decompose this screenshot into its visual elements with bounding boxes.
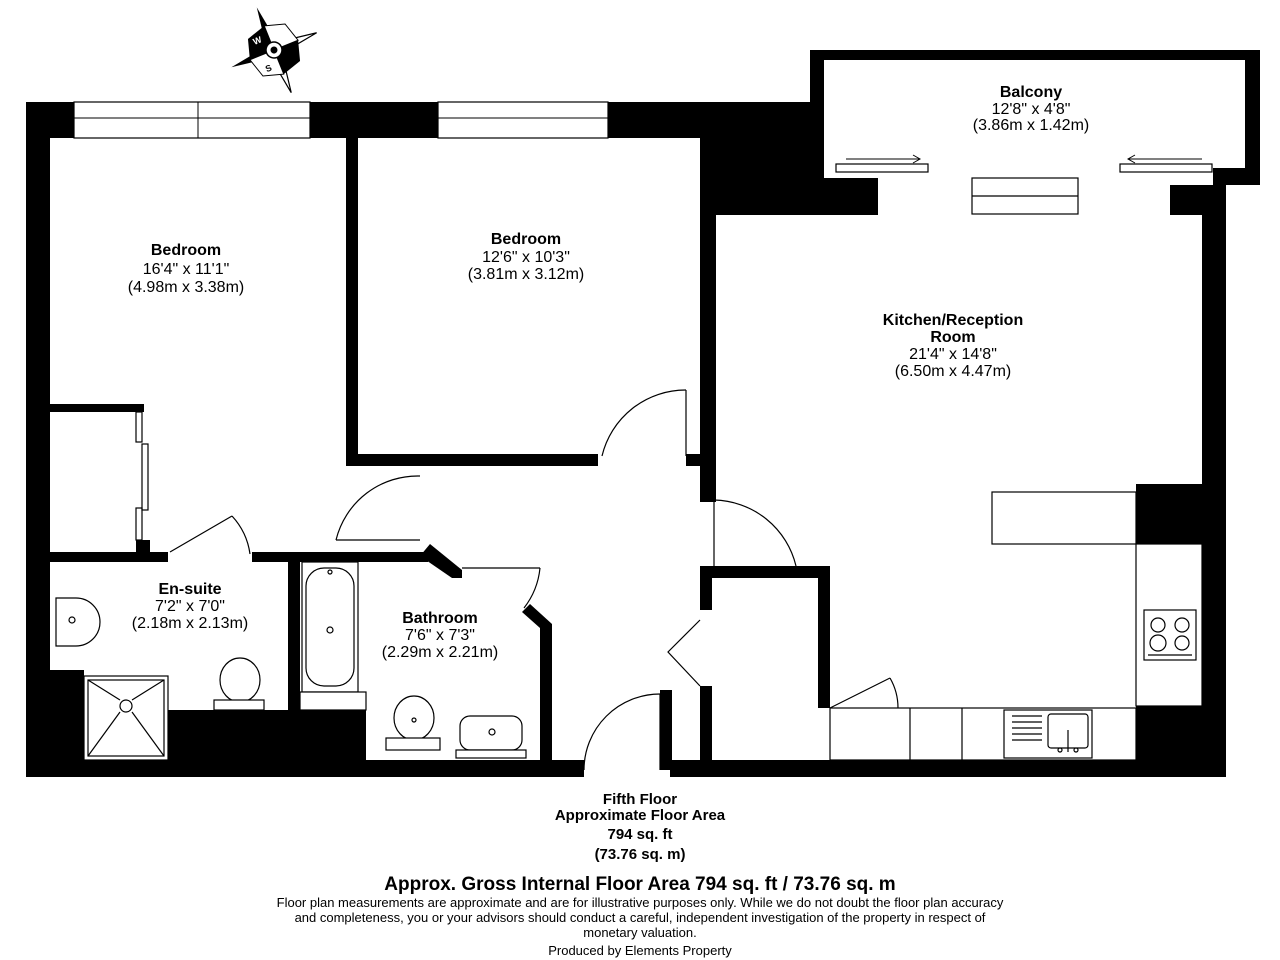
hob-icon <box>1143 609 1197 661</box>
room-name: Bathroom <box>402 610 478 627</box>
balcony-label: Balcony 12'8" x 4'8" (3.86m x 1.42m) <box>973 84 1089 134</box>
room-imperial: 7'6" x 7'3" <box>405 627 475 644</box>
doors <box>135 389 899 771</box>
compass-n-label: N <box>273 26 283 38</box>
room-imperial: 21'4" x 14'8" <box>909 346 997 363</box>
ensuite-label: En-suite 7'2" x 7'0" (2.18m x 2.13m) <box>132 581 248 632</box>
compass-s-label: S <box>264 63 273 75</box>
bedroom-1-label: Bedroom 16'4" x 11'1" (4.98m x 3.38m) <box>128 242 244 296</box>
bathroom-basin-icon <box>455 715 527 759</box>
kitchen-reception-label: Kitchen/Reception Room 21'4" x 14'8" (6.… <box>883 312 1023 380</box>
bedroom-2-label: Bedroom 12'6" x 10'3" (3.81m x 3.12m) <box>468 231 584 283</box>
room-name: Bedroom <box>491 231 561 248</box>
compass-w-label: W <box>251 34 263 47</box>
room-metric: (2.18m x 2.13m) <box>132 615 248 632</box>
fixtures <box>55 177 1203 761</box>
compass-rose-icon: N E S W <box>231 7 317 93</box>
floor-name: Fifth Floor <box>603 791 677 808</box>
disclaimer: Floor plan measurements are approximate … <box>277 895 1004 940</box>
room-imperial: 12'8" x 4'8" <box>992 101 1071 118</box>
room-metric: (6.50m x 4.47m) <box>895 363 1011 380</box>
kitchen-sink-icon <box>1003 709 1093 759</box>
floor-summary: Fifth Floor Approximate Floor Area 794 s… <box>555 791 726 863</box>
shower-tray-icon <box>83 675 169 761</box>
disclaimer-line-1: Floor plan measurements are approximate … <box>277 895 1004 910</box>
balcony-walls <box>810 50 1260 215</box>
bathroom-label: Bathroom 7'6" x 7'3" (2.29m x 2.21m) <box>382 610 498 661</box>
producer-credit: Produced by Elements Property <box>548 943 732 958</box>
room-metric: (3.81m x 3.12m) <box>468 266 584 283</box>
room-name-line2: Room <box>930 329 975 346</box>
room-metric: (3.86m x 1.42m) <box>973 117 1089 134</box>
floor-area-sqft: 794 sq. ft <box>607 826 672 843</box>
bath-icon <box>299 561 367 711</box>
room-name: Bedroom <box>151 242 221 259</box>
room-metric: (2.29m x 2.21m) <box>382 644 498 661</box>
disclaimer-line-2: and completeness, you or your advisors s… <box>295 910 986 925</box>
walls <box>26 102 1226 777</box>
floor-area-sqm: (73.76 sq. m) <box>595 846 686 863</box>
bathroom-toilet-icon <box>385 695 441 751</box>
room-imperial: 16'4" x 11'1" <box>143 261 230 278</box>
compass-e-label: E <box>286 54 295 66</box>
room-imperial: 12'6" x 10'3" <box>482 249 570 266</box>
room-metric: (4.98m x 3.38m) <box>128 279 244 296</box>
ensuite-toilet-icon <box>213 657 265 711</box>
gross-area-heading: Approx. Gross Internal Floor Area 794 sq… <box>384 874 895 895</box>
ensuite-basin-icon <box>55 597 101 647</box>
room-name-line1: Kitchen/Reception <box>883 312 1023 329</box>
room-name: En-suite <box>158 581 221 598</box>
disclaimer-line-3: monetary valuation. <box>583 925 696 940</box>
room-imperial: 7'2" x 7'0" <box>155 598 225 615</box>
floor-area-label: Approximate Floor Area <box>555 807 726 824</box>
room-name: Balcony <box>1000 84 1062 101</box>
windows <box>73 101 609 139</box>
